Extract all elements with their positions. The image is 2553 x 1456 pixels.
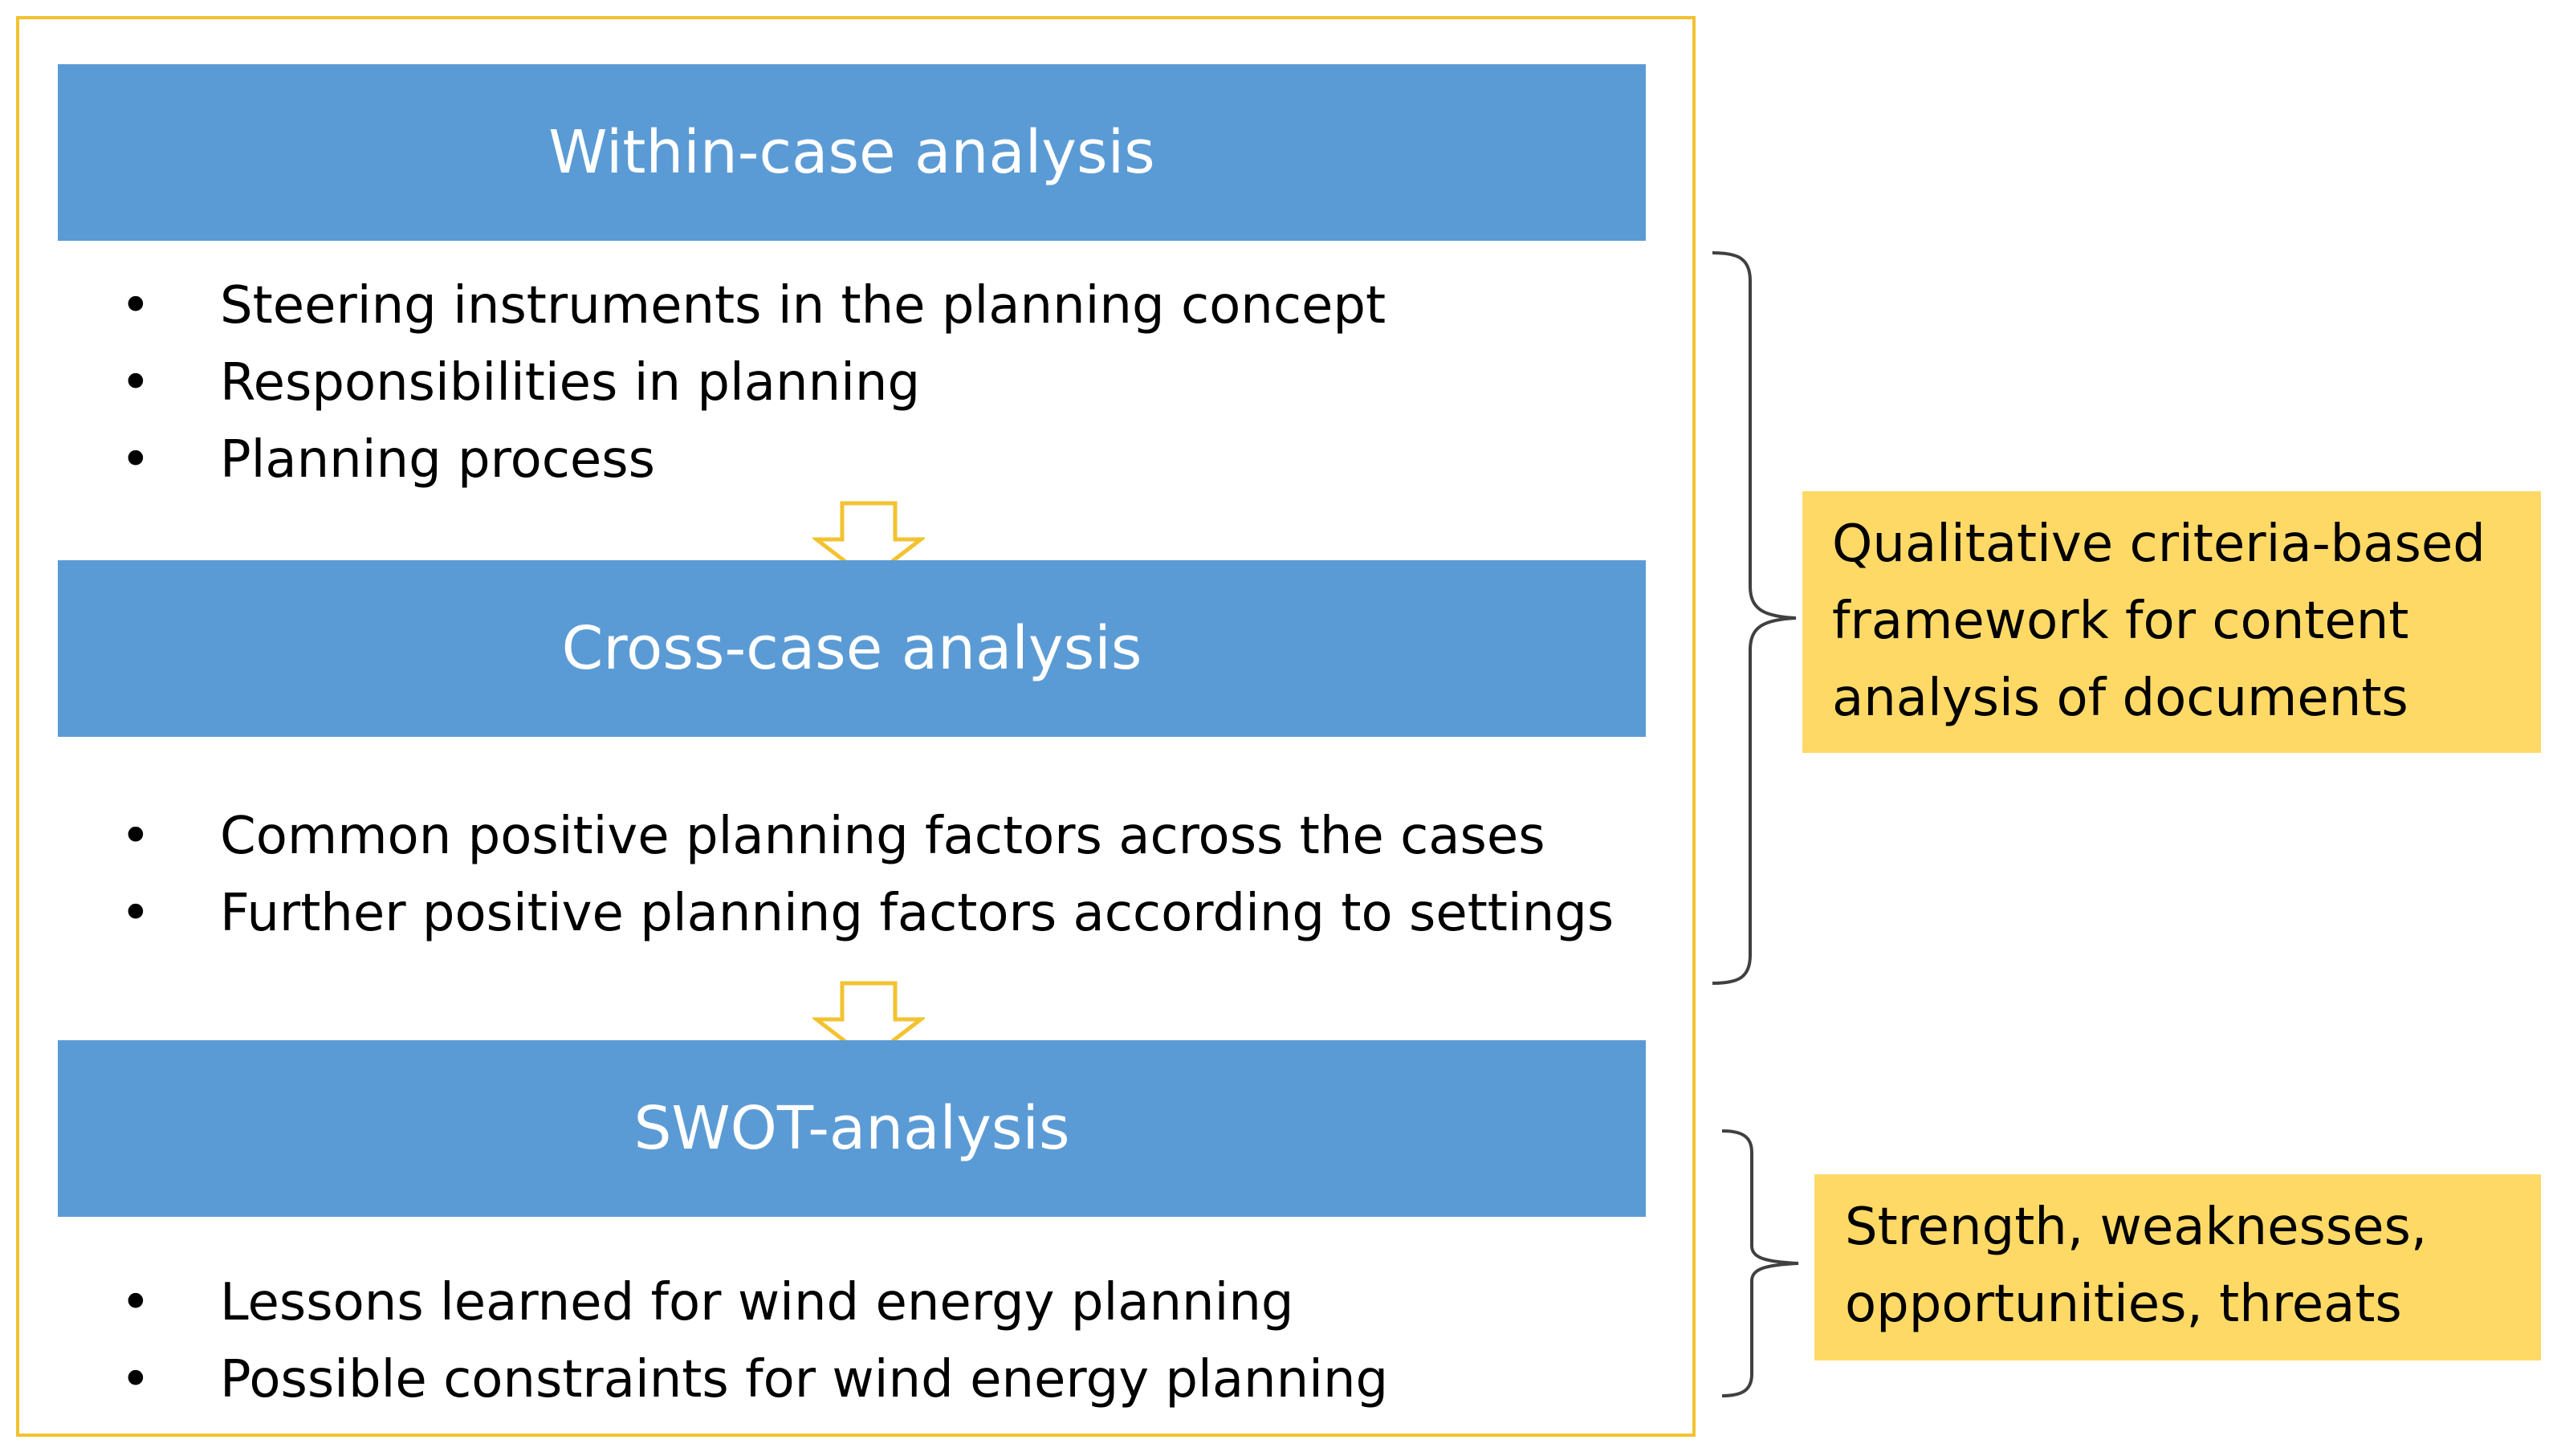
note-line: analysis of documents [1832, 669, 2408, 728]
list-item: Common positive planning factors across … [120, 798, 1614, 875]
right-brace-icon [1721, 1129, 1799, 1397]
down-arrow-icon [812, 501, 925, 583]
list-item: Further positive planning factors accord… [120, 875, 1614, 952]
swot-analysis-header: SWOT-analysis [58, 1040, 1646, 1217]
note-line: Strength, weaknesses, [1845, 1198, 2428, 1257]
stage-title: Cross-case analysis [561, 614, 1142, 683]
cross-case-analysis-bullets: Common positive planning factors across … [120, 798, 1614, 952]
list-item: Planning process [120, 421, 1386, 498]
swot-definition-note: Strength, weaknesses, opportunities, thr… [1814, 1174, 2541, 1360]
within-case-analysis-bullets: Steering instruments in the planning con… [120, 267, 1386, 498]
note-line: opportunities, threats [1845, 1275, 2402, 1334]
content-analysis-framework-note: Qualitative criteria-based framework for… [1802, 491, 2541, 753]
method-frame [16, 16, 1696, 1437]
cross-case-analysis-header: Cross-case analysis [58, 560, 1646, 737]
note-line: Qualitative criteria-based [1832, 514, 2486, 574]
list-item: Possible constraints for wind energy pla… [120, 1341, 1388, 1418]
note-line: framework for content [1832, 592, 2409, 651]
stage-title: SWOT-analysis [633, 1094, 1070, 1163]
right-brace-icon [1712, 251, 1797, 985]
swot-analysis-bullets: Lessons learned for wind energy planning… [120, 1264, 1388, 1418]
stage-title: Within-case analysis [548, 118, 1155, 187]
list-item: Steering instruments in the planning con… [120, 267, 1386, 344]
down-arrow-icon [812, 981, 925, 1063]
list-item: Responsibilities in planning [120, 344, 1386, 421]
list-item: Lessons learned for wind energy planning [120, 1264, 1388, 1341]
within-case-analysis-header: Within-case analysis [58, 64, 1646, 241]
